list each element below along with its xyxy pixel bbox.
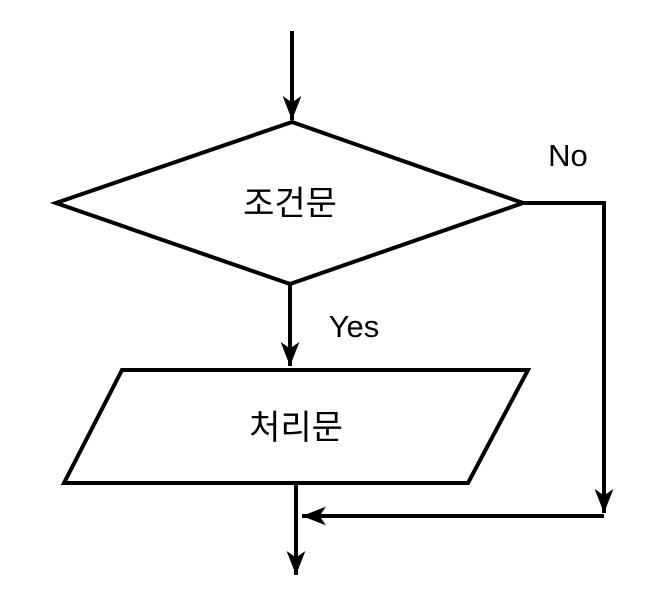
process-label: 처리문 <box>249 409 343 447</box>
decision-label: 조건문 <box>243 185 337 223</box>
no-branch-arrow <box>523 201 614 513</box>
process-parallelogram <box>60 368 532 485</box>
yes-branch-label: Yes <box>329 309 380 344</box>
decision-diamond <box>49 119 530 287</box>
no-branch-label: No <box>548 138 588 173</box>
